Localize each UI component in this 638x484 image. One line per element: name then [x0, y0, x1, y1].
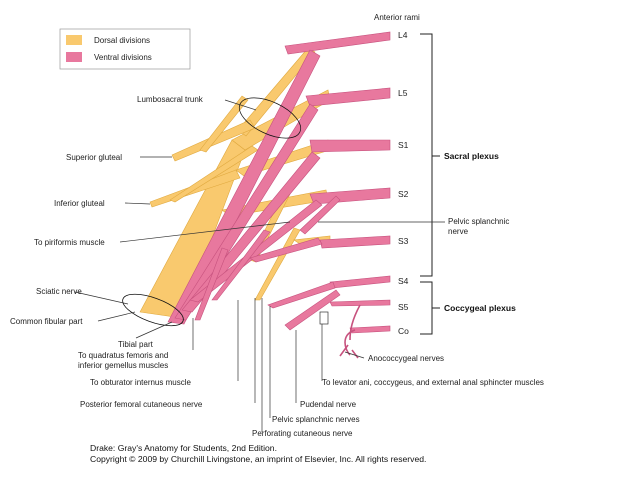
coccygeal-plexus-label: Coccygeal plexus	[444, 303, 516, 313]
sciatic-nerve-outline	[122, 293, 184, 327]
inferior-gluteal-label: Inferior gluteal	[54, 199, 105, 208]
obturator-internus-label: To obturator internus muscle	[90, 378, 191, 387]
caption-line-1: Drake: Gray's Anatomy for Students, 2nd …	[90, 443, 277, 453]
anococcygeal-label: Anococcygeal nerves	[368, 354, 444, 363]
tibial-part-label: Tibial part	[118, 340, 154, 349]
caption-line-2: Copyright © 2009 by Churchill Livingston…	[90, 453, 427, 464]
pelvic-splanchnic-label-line1: Pelvic splanchnic	[448, 217, 509, 226]
pudendal-nerve-label: Pudendal nerve	[300, 400, 357, 409]
legend-label-ventral: Ventral divisions	[94, 53, 152, 62]
legend-label-dorsal: Dorsal divisions	[94, 36, 150, 45]
lumbosacral-trunk-outline	[238, 97, 302, 139]
root-label-co: Co	[398, 326, 409, 336]
quadratus-label-line1: To quadratus femoris and	[78, 351, 168, 360]
root-label-l5: L5	[398, 88, 408, 98]
root-label-s1: S1	[398, 140, 409, 150]
root-label-s4: S4	[398, 276, 409, 286]
superior-gluteal-label: Superior gluteal	[66, 153, 122, 162]
ventral-divisions	[167, 31, 391, 334]
common-fibular-label: Common fibular part	[10, 317, 83, 326]
coccygeal-plexus-bracket	[420, 281, 440, 335]
legend-swatch-ventral	[66, 52, 82, 62]
pelvic-splanchnic-nerves-label: Pelvic splanchnic nerves	[272, 415, 360, 424]
legend-swatch-dorsal	[66, 35, 82, 45]
legend: Dorsal divisions Ventral divisions	[59, 28, 191, 70]
quadratus-label-line2: inferior gemellus muscles	[78, 361, 168, 370]
root-labels: L4 L5 S1 S2 S3 S4 S5 Co	[398, 30, 409, 336]
perforating-cutaneous-label: Perforating cutaneous nerve	[252, 429, 353, 438]
coccygeal-box-marker	[319, 311, 329, 325]
leader-lines	[74, 99, 445, 432]
sacral-plexus-label: Sacral plexus	[444, 151, 499, 161]
root-label-l4: L4	[398, 30, 408, 40]
sciatic-nerve-label: Sciatic nerve	[36, 287, 82, 296]
lumbosacral-trunk-label: Lumbosacral trunk	[137, 95, 204, 104]
figure-caption: Drake: Gray's Anatomy for Students, 2nd …	[90, 443, 426, 464]
to-piriformis-label: To piriformis muscle	[34, 238, 105, 247]
anterior-rami-label: Anterior rami	[374, 13, 420, 22]
pelvic-splanchnic-label-line2: nerve	[448, 227, 469, 236]
root-label-s5: S5	[398, 302, 409, 312]
root-label-s3: S3	[398, 236, 409, 246]
root-label-s2: S2	[398, 189, 409, 199]
levator-ani-label: To levator ani, coccygeus, and external …	[322, 378, 544, 387]
posterior-femoral-label: Posterior femoral cutaneous nerve	[80, 400, 203, 409]
sacral-plexus-bracket	[420, 33, 440, 277]
